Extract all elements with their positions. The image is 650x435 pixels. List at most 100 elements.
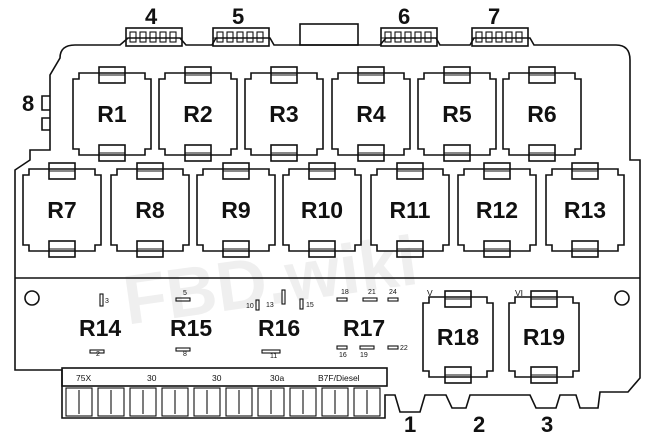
pin-r17-19: 19: [360, 352, 368, 359]
terminal-row: [65, 387, 381, 417]
pin-mark: [387, 345, 399, 350]
relay-r11-outline: [370, 168, 450, 252]
terminal-blade: [289, 387, 317, 417]
relay-r19-label: R19: [523, 324, 565, 350]
connector-label-6: 6: [398, 4, 410, 29]
pin-mark: [99, 293, 104, 307]
relay-r18-marker: V: [427, 288, 433, 298]
pin-mark: [299, 298, 304, 310]
relay-r6: R6: [502, 66, 582, 162]
relay-r13: R13: [545, 162, 625, 258]
relay-r9-outline: [196, 168, 276, 252]
pin-r14-top: 3: [105, 298, 109, 305]
relay-r18: R18: [422, 290, 494, 384]
relay-r6-label: R6: [527, 101, 556, 127]
pin-r16-bottom: 11: [270, 353, 277, 360]
relay-r3: R3: [244, 66, 324, 162]
pin-mark: [362, 297, 378, 302]
connector-label-2: 2: [473, 412, 485, 435]
pin-r15-top: 5: [183, 290, 187, 297]
pin-r17-16: 16: [339, 352, 347, 359]
pin-r15-bottom: 8: [183, 351, 187, 358]
relay-r11-label: R11: [390, 197, 431, 223]
relay-r12-label: R12: [476, 197, 518, 223]
relay-r5-outline: [417, 72, 497, 156]
relay-r7-label: R7: [47, 197, 76, 223]
terminal-blade: [353, 387, 381, 417]
relay-label-r17: R17: [343, 315, 385, 341]
relay-r9-label: R9: [221, 197, 250, 223]
relay-r3-label: R3: [269, 101, 298, 127]
relay-r10: R10: [282, 162, 362, 258]
relay-r18-outline: [422, 296, 494, 378]
pin-r16-left: 10: [246, 303, 254, 310]
terminal-strip: [61, 367, 388, 387]
connector-clip-4: [471, 27, 529, 47]
terminal-blade: [97, 387, 125, 417]
terminal-label-b7f-diesel: B7F/Diesel: [318, 373, 360, 383]
terminal-label-75x: 75X: [76, 373, 91, 383]
terminal-blade: [129, 387, 157, 417]
terminal-blade: [321, 387, 349, 417]
connector-label-7: 7: [488, 4, 500, 29]
relay-r18-label: R18: [437, 324, 479, 350]
relay-r19: R19: [508, 290, 580, 384]
pin-mark: [359, 345, 375, 350]
connector-label-8: 8: [22, 91, 34, 116]
relay-r7-outline: [22, 168, 102, 252]
relay-r6-outline: [502, 72, 582, 156]
pin-r16-mid: 13: [266, 302, 274, 309]
relay-r13-outline: [545, 168, 625, 252]
pin-r17-24: 24: [389, 289, 397, 296]
pin-r16-right: 15: [306, 302, 314, 309]
relay-r9: R9: [196, 162, 276, 258]
relay-r11: R11: [370, 162, 450, 258]
terminal-label-30a: 30a: [270, 373, 284, 383]
relay-r12-outline: [457, 168, 537, 252]
relay-r4-label: R4: [356, 101, 386, 127]
relay-r4: R4: [331, 66, 411, 162]
mounting-hole-left: [24, 290, 40, 306]
pin-r17-22: 22: [400, 345, 408, 352]
relay-r2-outline: [158, 72, 238, 156]
terminal-blade: [257, 387, 285, 417]
pin-r17-21: 21: [368, 289, 376, 296]
connector-clips: [125, 27, 529, 47]
pin-r17-18: 18: [341, 289, 349, 296]
terminal-blade: [193, 387, 221, 417]
terminal-blade: [65, 387, 93, 417]
terminal-label-30-a: 30: [147, 373, 157, 383]
relay-r5: R5: [417, 66, 497, 162]
relay-r1-label: R1: [97, 101, 127, 127]
relay-r19-outline: [508, 296, 580, 378]
connector-clip-2: [212, 27, 270, 47]
relay-r3-outline: [244, 72, 324, 156]
connector-clip-3: [380, 27, 438, 47]
pin-mark: [336, 345, 348, 350]
pin-mark: [261, 349, 281, 354]
pin-mark: [281, 289, 286, 305]
relay-label-r16: R16: [258, 315, 300, 341]
relay-r8-outline: [110, 168, 190, 252]
pin-r14-bottom: 2: [96, 351, 100, 358]
relay-r8: R8: [110, 162, 190, 258]
relay-r5-label: R5: [442, 101, 472, 127]
relay-r13-label: R13: [564, 197, 606, 223]
relay-label-r15: R15: [170, 315, 212, 341]
pin-mark: [175, 347, 191, 352]
terminal-label-30-b: 30: [212, 373, 222, 383]
relay-r1-outline: [72, 72, 152, 156]
panel-housing: [14, 37, 641, 419]
relay-r2: R2: [158, 66, 238, 162]
connector-8-notch: [41, 95, 50, 111]
terminal-blade: [161, 387, 189, 417]
terminal-blade: [225, 387, 253, 417]
relay-r10-label: R10: [301, 197, 343, 223]
connector-label-1: 1: [404, 412, 416, 435]
mounting-hole-right: [614, 290, 630, 306]
relay-r7: R7: [22, 162, 102, 258]
relay-r12: R12: [457, 162, 537, 258]
pin-mark: [89, 349, 105, 354]
